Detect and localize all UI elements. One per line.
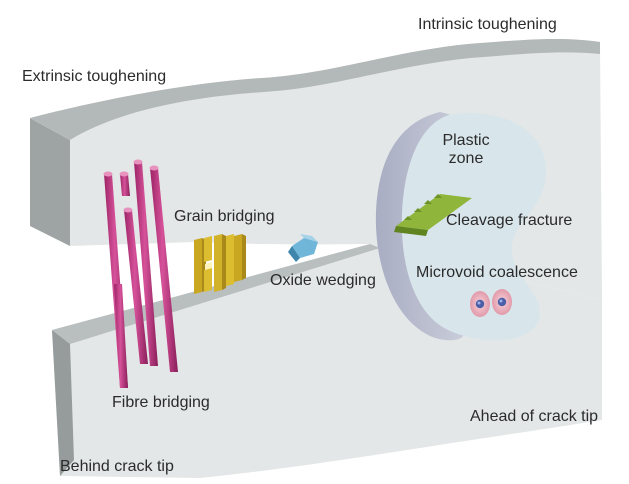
fibre bbox=[133, 159, 158, 366]
extrinsic-toughening-label: Extrinsic toughening bbox=[22, 68, 167, 85]
plastic-zone-label-line1: Plastic bbox=[442, 132, 490, 149]
microvoid bbox=[470, 291, 490, 317]
fibre bbox=[119, 171, 130, 196]
fibre bbox=[114, 284, 128, 388]
grain-column bbox=[204, 236, 212, 292]
plastic-zone-label-line2: zone bbox=[448, 150, 484, 168]
behind-crack-tip-label: Behind crack tip bbox=[60, 458, 174, 475]
cleavage-fracture-label: Cleavage fracture bbox=[446, 212, 573, 229]
plastic-zone-rim bbox=[375, 112, 464, 341]
upper-block-edge bbox=[30, 118, 70, 246]
microvoid-coalescence-label: Microvoid coalescence bbox=[416, 264, 578, 281]
fibre-bridging bbox=[103, 159, 178, 388]
fibre bbox=[123, 207, 148, 364]
grain-column bbox=[226, 234, 234, 286]
oxide-wedge bbox=[288, 234, 318, 262]
microvoids bbox=[470, 289, 512, 317]
crack-floor bbox=[52, 244, 380, 344]
upper-block-front bbox=[30, 38, 600, 141]
grain-column bbox=[234, 234, 246, 282]
plastic-zone bbox=[375, 112, 547, 341]
intrinsic-toughening-label: Intrinsic toughening bbox=[418, 16, 557, 33]
cleavage-fracture-steps bbox=[394, 194, 472, 236]
lower-block-edge bbox=[52, 330, 74, 476]
plastic-zone-body bbox=[401, 112, 547, 341]
grain-column bbox=[214, 234, 226, 292]
ahead-of-crack-tip-label: Ahead of crack tip bbox=[470, 408, 599, 425]
plastic-zone-label: Plastic zone bbox=[436, 132, 496, 169]
grain-gap-mark bbox=[205, 262, 212, 270]
fibre-bridging-label: Fibre bridging bbox=[112, 394, 210, 411]
oxide-wedging-label: Oxide wedging bbox=[270, 272, 376, 289]
grain-bridging-label: Grain bridging bbox=[174, 208, 275, 225]
fibre bbox=[149, 165, 178, 372]
microvoid bbox=[492, 289, 512, 315]
cleavage-sheet bbox=[396, 194, 472, 230]
grain-bridging bbox=[194, 234, 246, 294]
